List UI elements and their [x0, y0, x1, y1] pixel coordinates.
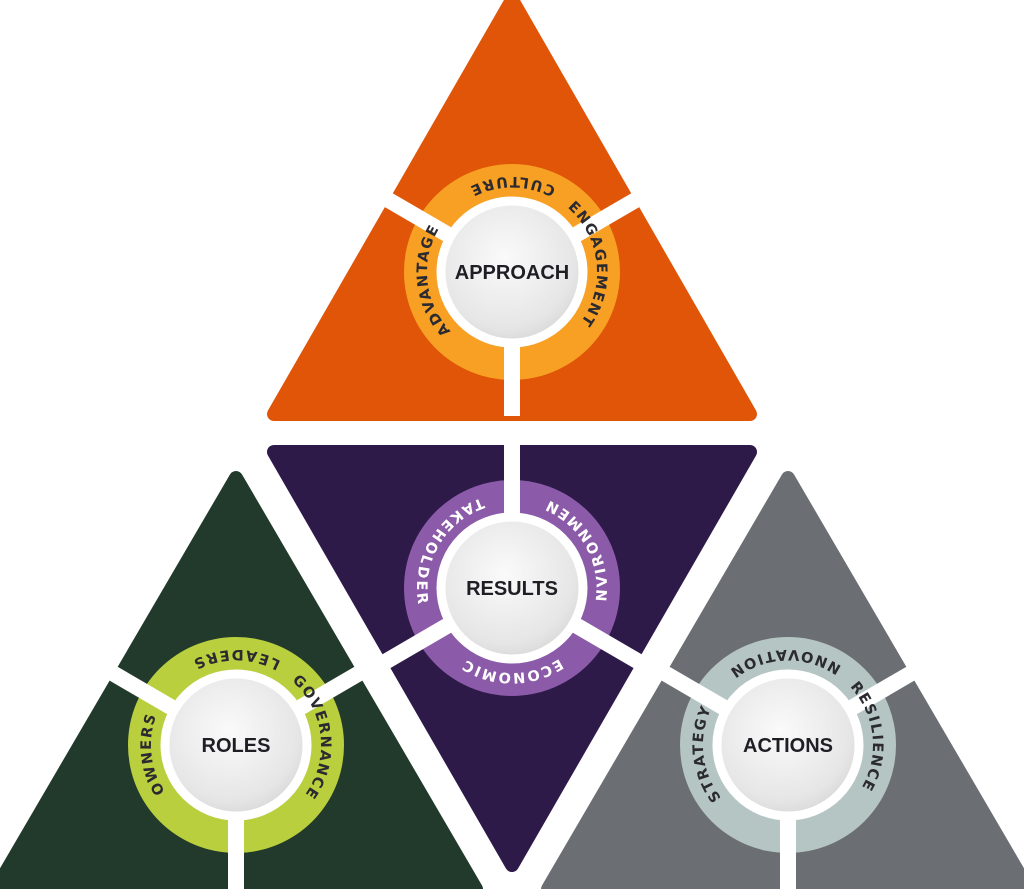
approach-ring: CULTURE ENGAGEMENT ADVANTAGE APPROACH: [380, 164, 644, 416]
results-center-disc: [436, 512, 588, 664]
section-approach: CULTURE ENGAGEMENT ADVANTAGE APPROACH: [267, 0, 757, 421]
actions-center-disc: [712, 669, 864, 821]
approach-center-disc: [436, 196, 588, 348]
roles-center-disc: [160, 669, 312, 821]
section-roles: LEADERS GOVERNANCE OWNERS ROLES: [0, 471, 483, 889]
approach-title: APPROACH: [455, 262, 569, 284]
roles-ring: LEADERS GOVERNANCE OWNERS ROLES: [104, 637, 368, 889]
roles-title: ROLES: [202, 735, 271, 757]
results-title: RESULTS: [466, 578, 558, 600]
actions-title: ACTIONS: [743, 735, 833, 757]
